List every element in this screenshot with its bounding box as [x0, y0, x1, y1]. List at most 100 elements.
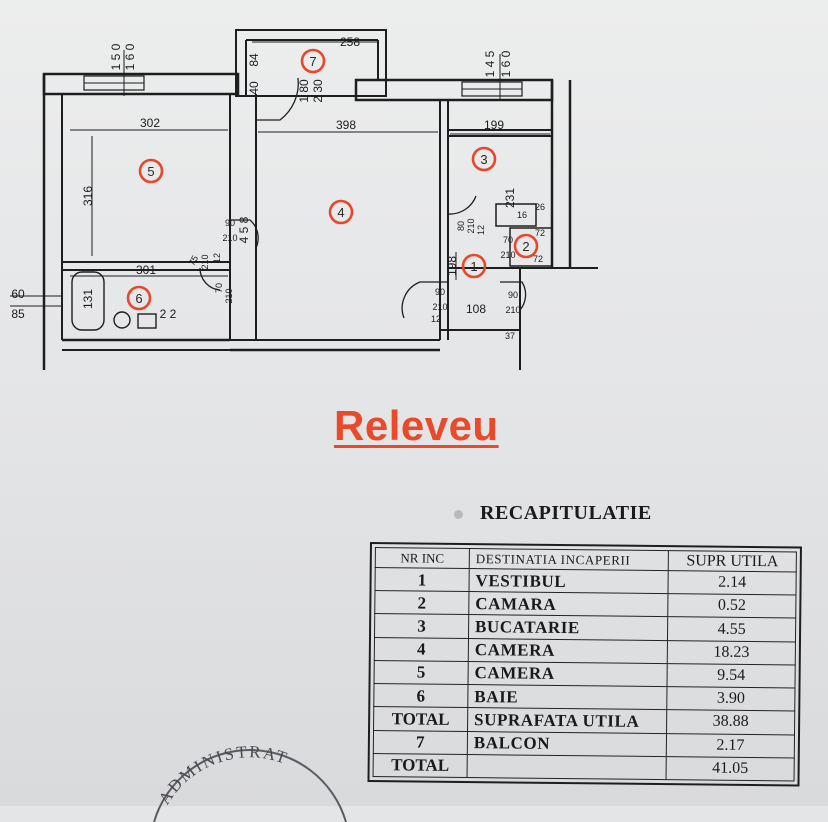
cell-supr: 3.90	[666, 686, 795, 712]
dim-210a: 210	[222, 233, 237, 243]
dim-85: 85	[11, 307, 25, 321]
room-marker-2	[513, 233, 539, 259]
cell-nr: 3	[374, 613, 469, 639]
room-number-6: 6	[135, 291, 142, 306]
recap-table: NR INC DESTINATIA INCAPERII SUPR UTILA 1…	[373, 547, 797, 781]
room-number-7: 7	[309, 54, 316, 69]
cell-nr: 1	[374, 567, 470, 592]
cell-nr: 7	[373, 730, 468, 755]
cell-supr: 2.17	[666, 733, 795, 758]
dim-210b: 210	[466, 218, 476, 233]
dim-72b: 72	[533, 254, 543, 264]
dim-198: 198	[445, 256, 459, 276]
bullet-dot	[454, 510, 463, 519]
dim-70b: 70	[214, 283, 224, 293]
dim-302: 302	[140, 116, 160, 130]
dim-160b: 1 6 0	[499, 50, 513, 77]
balcony-outline	[235, 29, 387, 97]
dim-160a: 1 6 0	[123, 43, 137, 70]
recap-title: RECAPITULATIE	[480, 502, 652, 524]
dim-12a: 12	[476, 225, 486, 235]
dim-145: 1 4 5	[483, 50, 497, 77]
cell-destinatia: CAMARA	[468, 591, 669, 618]
cell-supr: 41.05	[666, 756, 795, 781]
dim-210c: 210	[500, 250, 515, 260]
cell-nr: 4	[374, 637, 469, 662]
header-nr-inc: NR INC	[375, 547, 470, 569]
cell-destinatia: CAMERA	[468, 638, 668, 664]
dim-316: 316	[81, 186, 95, 206]
dim-12b: 12	[212, 253, 222, 263]
room-marker-4	[328, 199, 354, 225]
dim-199: 199	[484, 118, 504, 132]
dim-75: 75	[187, 254, 201, 268]
cell-nr: TOTAL	[373, 753, 468, 778]
cell-supr: 2.14	[668, 570, 797, 596]
room-number-3: 3	[480, 152, 487, 167]
dim-37: 37	[505, 331, 515, 341]
cell-destinatia: BAIE	[467, 684, 668, 710]
cell-supr: 18.23	[667, 640, 796, 665]
dim-22: 2 2	[160, 307, 177, 321]
dim-70: 70	[503, 235, 513, 245]
dim-258: 258	[340, 35, 360, 49]
releveu-title[interactable]: Releveu	[334, 402, 499, 449]
table-row: TOTAL 41.05	[373, 753, 795, 781]
room-marker-5	[138, 158, 164, 184]
dim-26: 26	[535, 202, 545, 212]
room-marker-1	[461, 253, 487, 279]
official-stamp: ADMINISTRAT	[153, 742, 347, 822]
room-marker-3	[471, 146, 497, 172]
cell-supr: 38.88	[666, 709, 795, 735]
dim-180: 1 80	[297, 79, 311, 103]
dim-210f: 210	[432, 302, 447, 312]
room-number-5: 5	[147, 164, 154, 179]
dim-72a: 72	[535, 228, 545, 238]
dim-60: 60	[11, 287, 25, 301]
dim-90b: 90	[435, 287, 445, 297]
dim-90c: 90	[508, 290, 518, 300]
recap-table-frame: NR INC DESTINATIA INCAPERII SUPR UTILA 1…	[367, 542, 802, 787]
dim-12c: 12	[431, 314, 441, 324]
dim-458: 4 5 8	[237, 216, 251, 243]
room-number-1: 1	[470, 259, 477, 274]
dim-150: 1 5 0	[109, 43, 123, 70]
dim-108: 108	[466, 302, 486, 316]
cell-supr: 9.54	[667, 663, 796, 689]
dim-210g: 210	[505, 305, 520, 315]
cell-destinatia: VESTIBUL	[468, 568, 669, 594]
floor-plan: 1 2 3 4 5 6 7 302 398 199 301 108 60 85 …	[10, 29, 598, 370]
dim-90a: 90	[225, 218, 235, 228]
cell-nr: TOTAL	[373, 706, 468, 732]
dim-398: 398	[336, 118, 356, 132]
cell-destinatia: BUCATARIE	[468, 614, 668, 641]
dim-84: 84	[247, 53, 261, 67]
dim-131: 131	[81, 289, 95, 309]
svg-text:ADMINISTRAT: ADMINISTRAT	[155, 742, 291, 807]
cell-nr: 2	[374, 590, 469, 615]
cell-nr: 5	[374, 660, 469, 685]
cell-destinatia: CAMERA	[467, 661, 668, 687]
cell-supr: 4.55	[667, 617, 796, 642]
cell-destinatia	[466, 754, 667, 780]
cell-destinatia: SUPRAFATA UTILA	[467, 707, 667, 734]
dim-230: 2 30	[311, 79, 325, 103]
dim-40: 40	[247, 81, 261, 95]
room-number-2: 2	[522, 239, 529, 254]
room-number-4: 4	[337, 205, 344, 220]
stamp-text: ADMINISTRAT	[155, 742, 289, 807]
dim-301: 301	[136, 263, 156, 277]
dim-231: 231	[503, 188, 517, 208]
cell-nr: 6	[373, 683, 468, 708]
dim-80: 80	[456, 221, 466, 231]
dim-210d: 210	[200, 254, 210, 269]
header-destinatia: DESTINATIA INCAPERII	[469, 548, 669, 571]
room-marker-6	[126, 285, 152, 311]
cell-destinatia: BALCON	[467, 731, 667, 757]
dim-210e: 210	[224, 288, 234, 303]
room-marker-7	[300, 48, 326, 74]
header-supr-utila: SUPR UTILA	[668, 550, 797, 572]
cell-supr: 0.52	[667, 593, 796, 619]
dim-16: 16	[517, 210, 527, 220]
